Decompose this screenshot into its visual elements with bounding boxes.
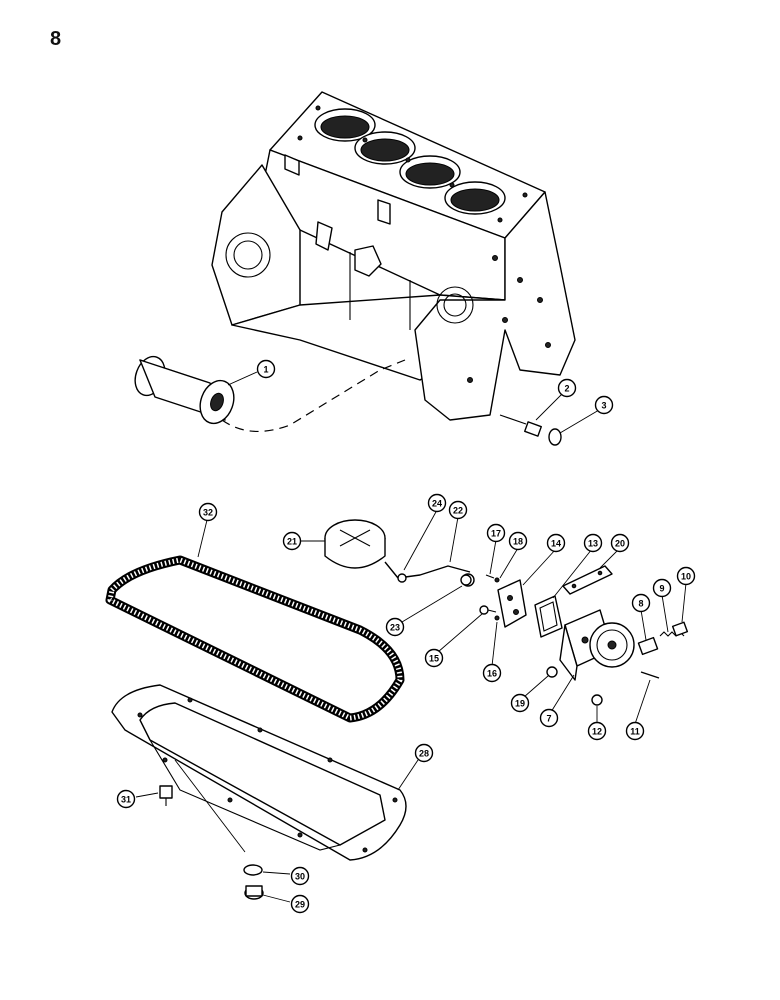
callout-label-15: 15 [429, 654, 439, 664]
callout-label-28: 28 [419, 749, 429, 759]
oil-pan-gasket [105, 555, 405, 723]
callout-label-32: 32 [203, 508, 213, 518]
callout-label-18: 18 [513, 537, 523, 547]
callout-label-29: 29 [295, 900, 305, 910]
callout-19: 19 [510, 693, 530, 713]
bolt-15 [479, 605, 497, 615]
callout-label-3: 3 [601, 401, 606, 411]
callout-label-7: 7 [546, 714, 551, 724]
o-ring-23 [460, 574, 472, 586]
callout-label-2: 2 [564, 384, 569, 394]
ball-12 [591, 694, 603, 706]
callout-3: 3 [594, 395, 614, 415]
pan-bolt [159, 785, 173, 806]
suction-tube [384, 561, 475, 587]
lockwasher-16 [494, 615, 500, 621]
drain-plug-block [499, 414, 562, 446]
callout-label-14: 14 [551, 539, 561, 549]
filter-dashed-path [221, 359, 406, 433]
callout-label-16: 16 [487, 669, 497, 679]
pump-gasket [534, 595, 563, 638]
o-ring-19 [546, 666, 558, 678]
callout-2: 2 [557, 378, 577, 398]
callout-23: 23 [385, 617, 405, 637]
callout-label-21: 21 [287, 537, 297, 547]
callout-20: 20 [610, 533, 630, 553]
oil-pan [111, 684, 407, 861]
callout-30: 30 [290, 866, 310, 886]
callout-label-9: 9 [659, 584, 664, 594]
pump-cover [497, 579, 527, 628]
cylinder-block [211, 91, 576, 421]
callout-17: 17 [486, 523, 506, 543]
callout-31: 31 [116, 789, 136, 809]
callout-7: 7 [539, 708, 559, 728]
callout-16: 16 [482, 663, 502, 683]
callout-28: 28 [414, 743, 434, 763]
callout-label-17: 17 [491, 529, 501, 539]
oil-filter [134, 355, 235, 425]
pin-11 [640, 671, 660, 679]
strap-20 [562, 565, 613, 595]
callout-label-12: 12 [592, 727, 602, 737]
callout-label-1: 1 [263, 365, 268, 375]
callout-label-20: 20 [615, 539, 625, 549]
oil-screen [324, 519, 386, 569]
callout-label-8: 8 [638, 599, 643, 609]
callout-15: 15 [424, 648, 444, 668]
callout-label-31: 31 [121, 795, 131, 805]
callout-8: 8 [631, 593, 651, 613]
callout-label-11: 11 [630, 727, 640, 737]
callout-18: 18 [508, 531, 528, 551]
drain-plug-pan [243, 864, 264, 900]
callout-29: 29 [290, 894, 310, 914]
callout-label-10: 10 [681, 572, 691, 582]
page-number: 8 [50, 28, 62, 50]
relief-valve-parts [637, 621, 689, 656]
callout-label-30: 30 [295, 872, 305, 882]
callout-21: 21 [282, 531, 302, 551]
callout-11: 11 [625, 721, 645, 741]
pin-17 [485, 574, 500, 583]
callout-13: 13 [583, 533, 603, 553]
callout-label-19: 19 [515, 699, 525, 709]
callout-32: 32 [198, 502, 218, 522]
callout-10: 10 [676, 566, 696, 586]
callout-12: 12 [587, 721, 607, 741]
callout-label-22: 22 [453, 506, 463, 516]
callout-label-13: 13 [588, 539, 598, 549]
callout-label-24: 24 [432, 499, 442, 509]
callout-9: 9 [652, 578, 672, 598]
callout-label-23: 23 [390, 623, 400, 633]
callout-1: 1 [256, 359, 276, 379]
callout-24: 24 [427, 493, 447, 513]
callout-layer: 1237891011121314151617181920212223242829… [116, 359, 696, 914]
callout-14: 14 [546, 533, 566, 553]
callout-22: 22 [448, 500, 468, 520]
oil-pump [559, 609, 635, 681]
